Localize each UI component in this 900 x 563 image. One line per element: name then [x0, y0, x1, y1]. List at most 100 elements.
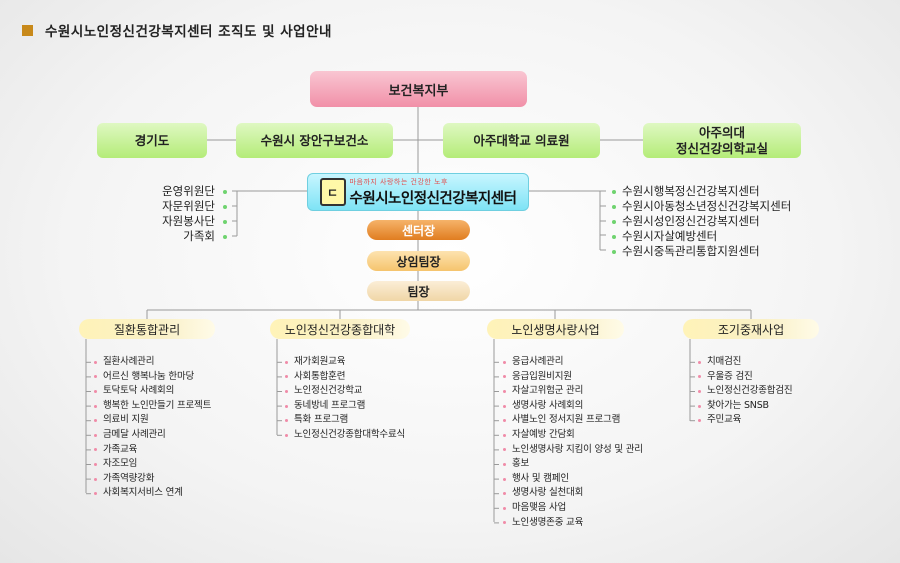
bullet-icon [94, 433, 97, 437]
list-item: 수원시아동청소년정신건강복지센터 [612, 199, 791, 214]
list-item: 수원시중독관리통합지원센터 [612, 244, 791, 259]
list-item: 치매검진 [698, 355, 792, 370]
bullet-icon [503, 477, 506, 481]
list-item: 토닥토닥 사례회의 [94, 384, 211, 399]
title-bullet-icon [22, 24, 33, 36]
bullet-icon [503, 419, 506, 423]
bullet-icon [503, 375, 506, 379]
department-elderly-mental-health-college[interactable]: 노인정신건강종합대학 [270, 319, 410, 339]
list-item: 찾아가는 SNSB [698, 399, 792, 414]
rank-team-leader[interactable]: 팀장 [367, 281, 470, 301]
gyeonggi-box[interactable]: 경기도 [97, 123, 207, 158]
committee-list: 운영위원단 자문위원단 자원봉사단 가족회 [162, 184, 227, 244]
list-item: 수원시행복정신건강복지센터 [612, 184, 791, 199]
bullet-icon [698, 389, 701, 393]
list-item: 행사 및 캠페인 [503, 472, 643, 487]
bullet-icon [698, 419, 701, 423]
bullet-icon [94, 360, 97, 364]
list-item: 운영위원단 [162, 184, 227, 199]
bullet-icon [698, 375, 701, 379]
ajou-psychiatry-line2: 정신건강의학교실 [675, 140, 768, 156]
bullet-icon [94, 389, 97, 393]
list-item: 가족교육 [94, 443, 211, 458]
page-title: 수원시노인정신건강복지센터 조직도 및 사업안내 [45, 24, 332, 40]
list-item: 노인생명존중 교육 [503, 516, 643, 531]
rank-director[interactable]: 센터장 [367, 220, 470, 240]
bullet-icon [503, 360, 506, 364]
bullet-icon [94, 492, 97, 496]
bullet-icon [285, 375, 288, 379]
ajou-medical-center-box[interactable]: 아주대학교 의료원 [443, 123, 600, 158]
bullet-icon [285, 360, 288, 364]
list-item: 마음맺음 사업 [503, 501, 643, 516]
bullet-icon [612, 234, 616, 239]
bullet-icon [612, 249, 616, 254]
list-item: 노인정신건강종합대학수료식 [285, 428, 405, 443]
list-item: 의료비 지원 [94, 413, 211, 428]
list-item: 재가회원교육 [285, 355, 405, 370]
bullet-icon [503, 433, 506, 437]
list-item: 노인생명사랑 지킴이 양성 및 관리 [503, 443, 643, 458]
bullet-icon [94, 375, 97, 379]
list-item: 수원시성인정신건강복지센터 [612, 214, 791, 229]
list-item: 가족회 [162, 229, 227, 244]
ministry-box[interactable]: 보건복지부 [310, 71, 527, 107]
list-item: 노인정신건강종합검진 [698, 384, 793, 399]
bullet-icon [612, 219, 616, 224]
bullet-icon [94, 448, 97, 452]
list-item: 특화 프로그램 [285, 413, 405, 428]
bullet-icon [698, 404, 701, 408]
center-name: 수원시노인정신건강복지센터 [349, 190, 517, 207]
center-box[interactable]: ㄷ 마음까지 사랑하는 건강한 노후 수원시노인정신건강복지센터 [307, 173, 529, 211]
list-item: 응급사례관리 [503, 355, 643, 370]
bullet-icon [503, 462, 506, 466]
bullet-icon [223, 219, 227, 224]
list-item: 자문위원단 [162, 199, 227, 214]
jangan-health-center-box[interactable]: 수원시 장안구보건소 [236, 123, 393, 158]
bullet-icon [285, 433, 288, 437]
list-item: 질환사례관리 [94, 355, 211, 370]
list-item: 금메달 사례관리 [94, 428, 211, 443]
list-item: 생명사랑 사례회의 [503, 399, 643, 414]
center-logo-icon: ㄷ [319, 178, 346, 206]
bullet-icon [94, 477, 97, 481]
list-item: 동네방네 프로그램 [285, 399, 405, 414]
bullet-icon [94, 404, 97, 408]
list-item: 사회통합훈련 [285, 370, 405, 385]
bullet-icon [503, 506, 506, 510]
list-item: 홍보 [503, 457, 643, 472]
bullet-icon [503, 448, 506, 452]
bullet-icon [223, 204, 227, 209]
bullet-icon [698, 360, 701, 364]
bullet-icon [285, 404, 288, 408]
bullet-icon [94, 462, 97, 466]
list-item: 가족역량강화 [94, 472, 211, 487]
page-header: 수원시노인정신건강복지센터 조직도 및 사업안내 [22, 20, 332, 40]
department-life-respect-program[interactable]: 노인생명사랑사업 [487, 319, 624, 339]
partner-center-list: 수원시행복정신건강복지센터 수원시아동청소년정신건강복지센터 수원시성인정신건강… [612, 184, 791, 259]
bullet-icon [612, 204, 616, 209]
list-item: 생명사랑 실천대회 [503, 486, 643, 501]
ajou-psychiatry-line1: 아주의대 [698, 124, 745, 140]
bullet-icon [94, 419, 97, 423]
list-item: 우울증 검진 [698, 370, 792, 385]
bullet-icon [503, 404, 506, 408]
list-item: 주민교육 [698, 413, 792, 428]
list-item: 행복한 노인만들기 프로젝트 [94, 399, 211, 414]
list-item: 자살고위험군 관리 [503, 384, 643, 399]
list-item: 노인정신건강학교 [285, 384, 405, 399]
list-item: 사별노인 정서지원 프로그램 [503, 413, 643, 428]
bullet-icon [503, 389, 506, 393]
bullet-icon [503, 521, 506, 525]
department-disease-management[interactable]: 질환통합관리 [79, 319, 215, 339]
department-early-intervention[interactable]: 조기중재사업 [683, 319, 819, 339]
rank-senior-team-leader[interactable]: 상임팀장 [367, 251, 470, 271]
ajou-psychiatry-box[interactable]: 아주의대 정신건강의학교실 [643, 123, 801, 158]
bullet-icon [285, 389, 288, 393]
bullet-icon [612, 189, 616, 194]
list-item: 수원시자살예방센터 [612, 229, 791, 244]
